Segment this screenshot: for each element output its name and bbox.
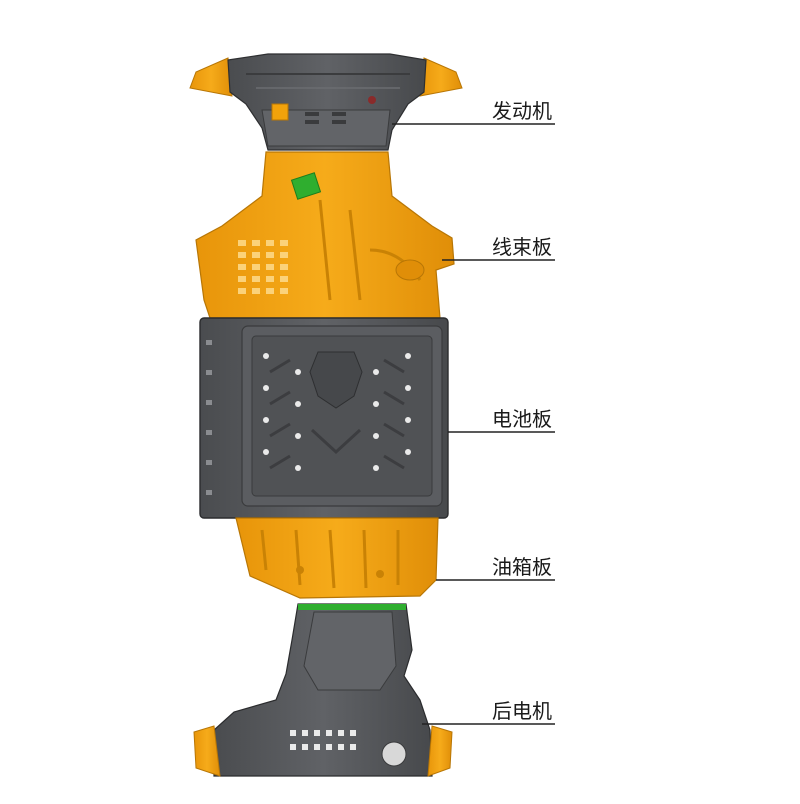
- harness-skid-plate: [195, 151, 455, 319]
- engine-label: 发动机: [492, 99, 552, 123]
- fuel-tank-label: 油箱板: [492, 555, 552, 579]
- accent-green-pad: [290, 172, 322, 200]
- harness-label: 线束板: [492, 235, 552, 259]
- battery-skid-plate: [199, 317, 449, 519]
- rear-motor-skid-plate: [193, 603, 453, 777]
- fuel-tank-skid-plate: [235, 517, 439, 599]
- engine-skid-plate: [189, 53, 463, 151]
- callout-leader-lines: [392, 123, 555, 725]
- battery-label: 电池板: [492, 407, 552, 431]
- rear-motor-label: 后电机: [492, 699, 552, 723]
